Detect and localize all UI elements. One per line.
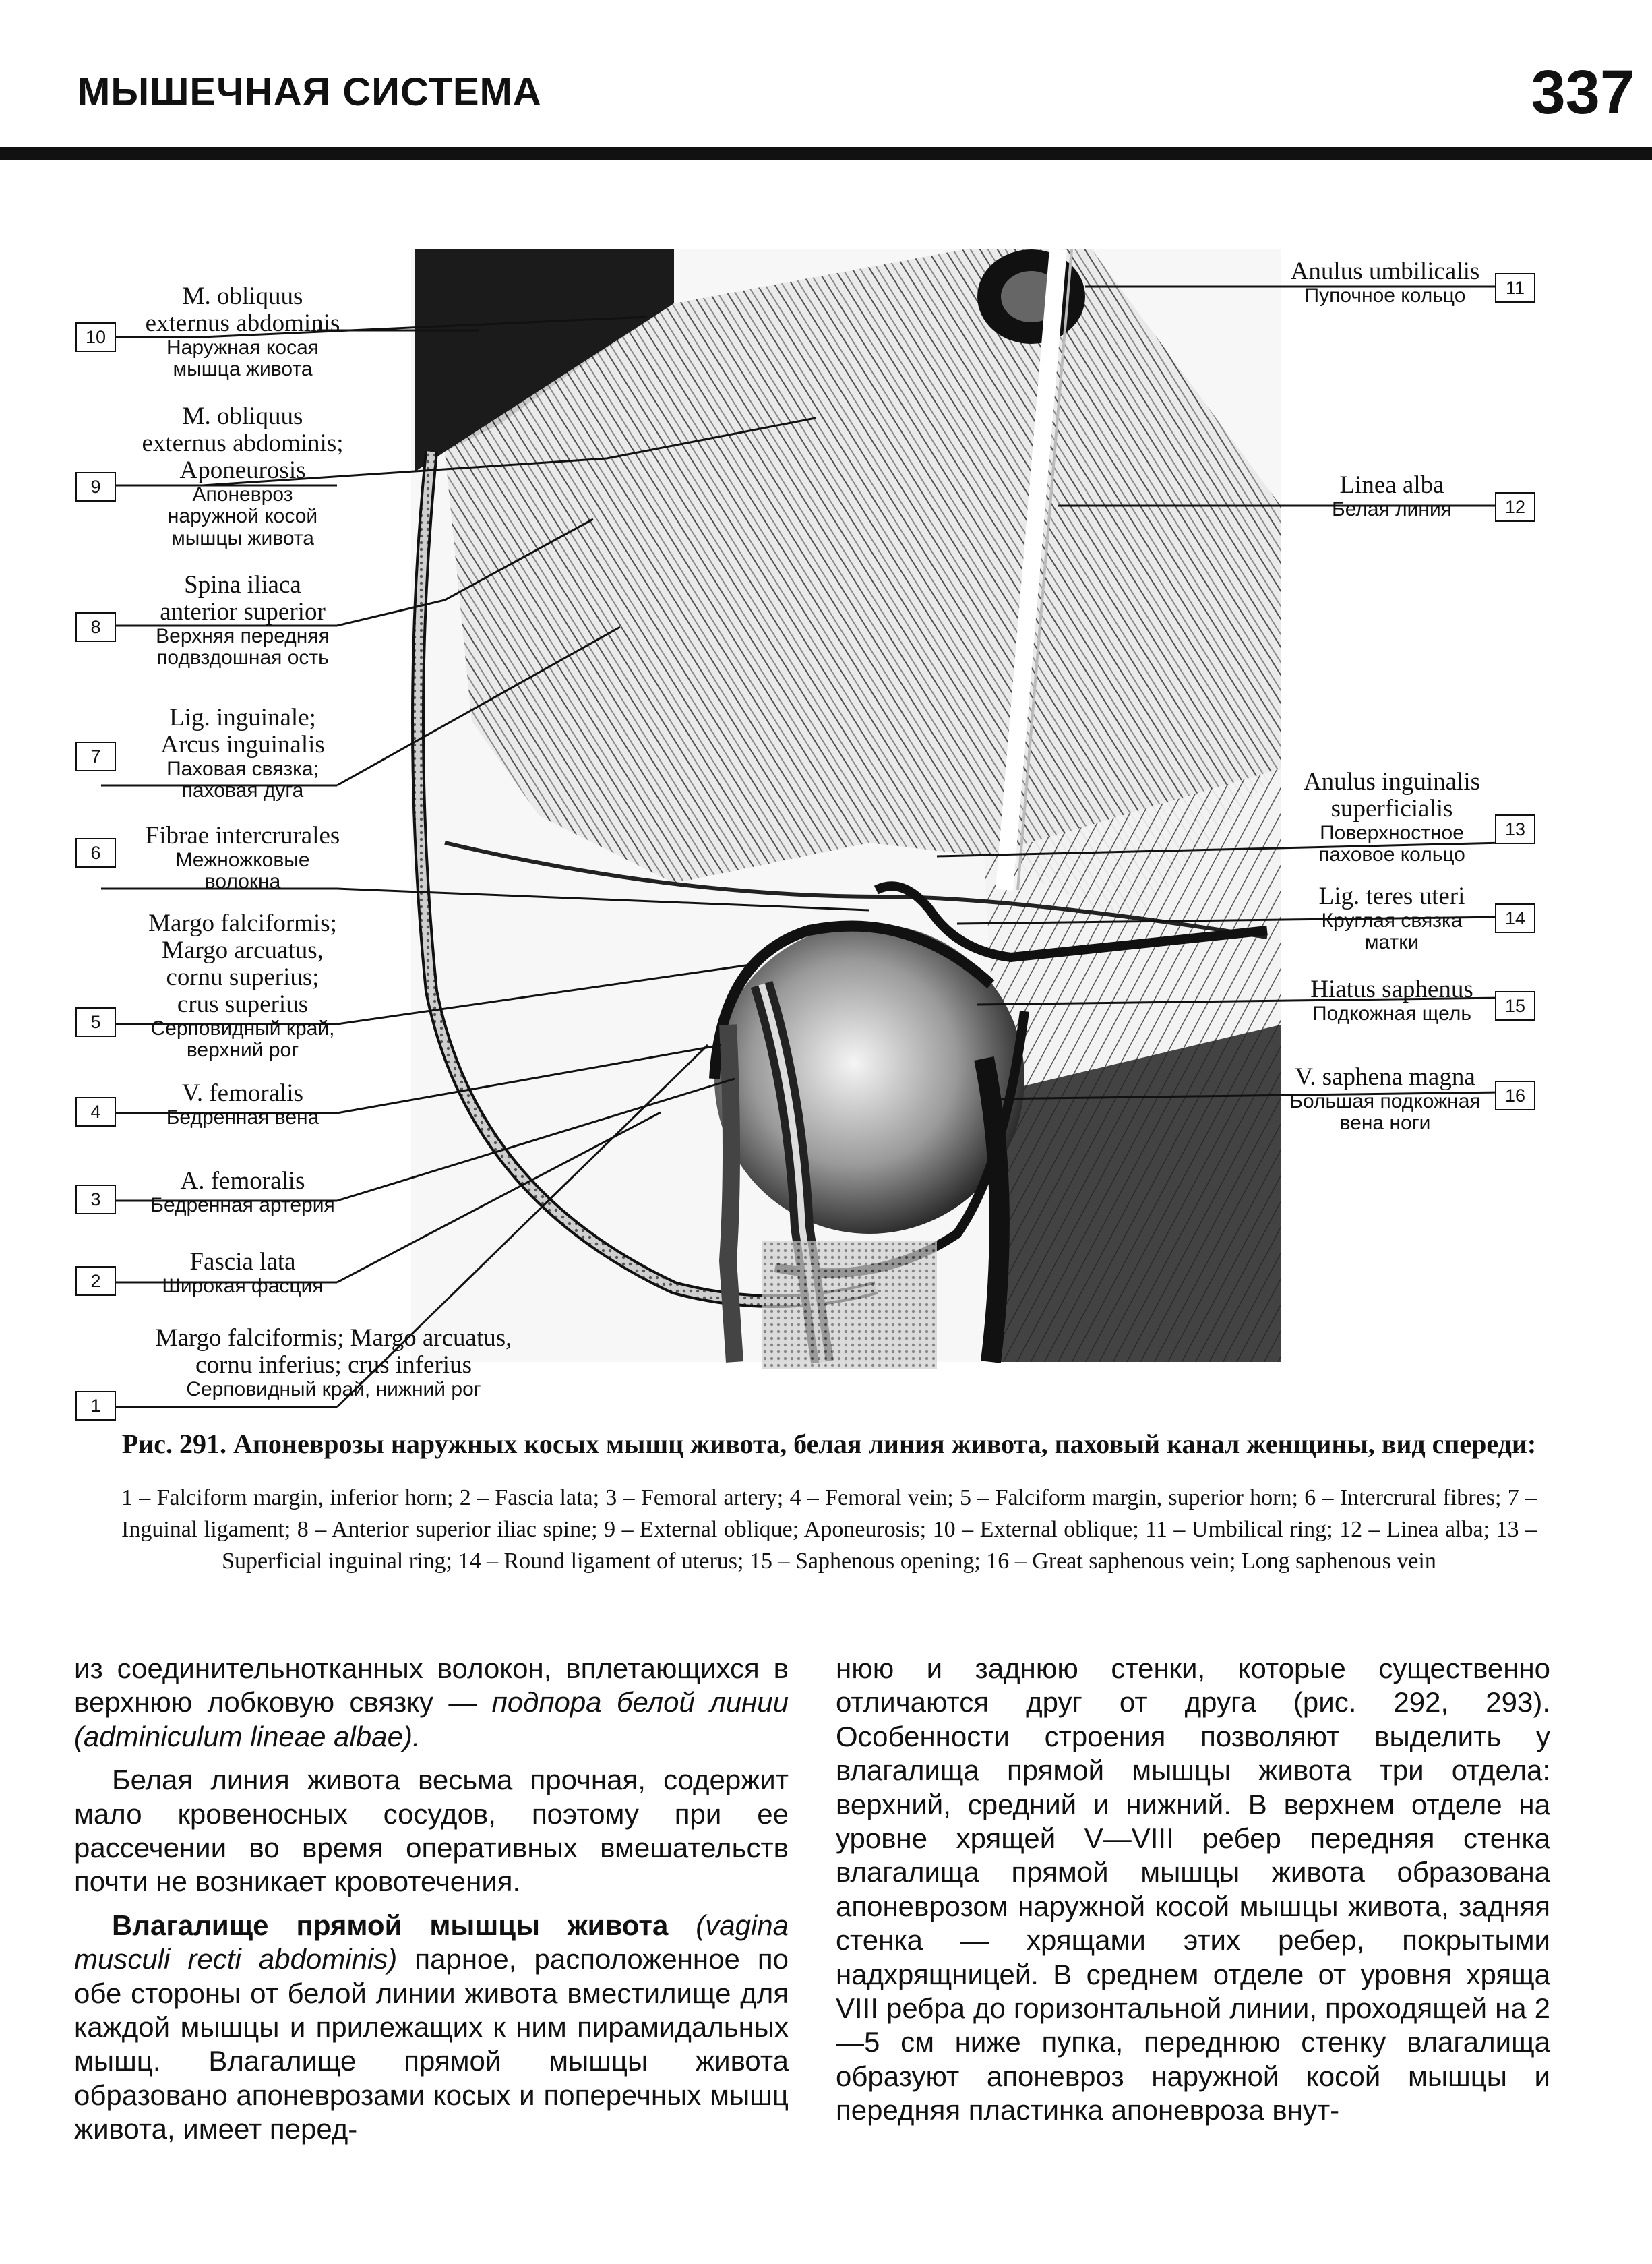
running-header: МЫШЕЧНАЯ СИСТЕМА 337 [78,58,1634,138]
label-number-16: 16 [1495,1081,1535,1110]
caption-legend: 1 – Falciform margin, inferior horn; 2 –… [121,1485,1537,1574]
label-number-1: 1 [75,1391,116,1421]
label-great-saphenous-vein: V. saphena magna Большая подкожная вена … [1289,1063,1481,1135]
label-inguinal-ligament: Lig. inguinale; Arcus inguinalis Паховая… [160,704,325,802]
label-number-9: 9 [75,472,116,502]
body-column-left: из соединительнотканных волокон, вплетаю… [74,1652,789,2146]
label-number-13: 13 [1495,814,1535,844]
page-number: 337 [1531,58,1635,127]
label-superficial-inguinal-ring: Anulus inguinalis superficialis Поверхно… [1303,768,1481,866]
label-number-5: 5 [75,1007,116,1037]
caption-title: Рис. 291. Апоневрозы наружных косых мышц… [121,1429,1537,1459]
label-number-6: 6 [75,838,116,868]
label-external-oblique: M. obliquus externus abdominis Наружная … [145,282,340,381]
paragraph: Белая линия живота весьма прочная, содер… [74,1764,789,1898]
label-fascia-lata: Fascia lata Широкая фасция [162,1248,324,1297]
label-number-11: 11 [1495,273,1535,303]
label-falciform-margin-superior: Margo falciformis; Margo arcuatus, cornu… [148,910,337,1062]
label-number-3: 3 [75,1185,116,1214]
label-external-oblique-aponeurosis: M. obliquus externus abdominis; Aponeuro… [142,403,344,549]
label-femoral-vein: V. femoralis Бедренная вена [166,1079,319,1129]
header-rule [0,147,1652,160]
body-column-right: нюю и заднюю стенки, которые существенно… [836,1652,1550,2127]
paragraph: нюю и заднюю стенки, которые существенно… [836,1652,1550,2126]
paragraph: Влагалище прямой мышцы живота (vagina mu… [74,1909,789,2145]
label-round-ligament-uterus: Lig. teres uteri Круглая связка матки [1318,883,1465,954]
paragraph: из соединительнотканных волокон, вплетаю… [74,1652,789,1752]
figure-caption: Рис. 291. Апоневрозы наружных косых мышц… [121,1428,1537,1578]
label-linea-alba: Linea alba Белая линия [1332,471,1452,520]
label-intercrural-fibres: Fibrae intercrurales Межножковые волокна [145,822,340,893]
anatomy-figure: M. obliquus externus abdominis Наружная … [0,249,1652,1436]
label-number-14: 14 [1495,903,1535,933]
label-number-2: 2 [75,1266,116,1296]
label-falciform-margin-inferior: Margo falciformis; Margo arcuatus, cornu… [155,1324,512,1400]
label-femoral-artery: A. femoralis Бедренная артерия [150,1167,335,1216]
label-number-4: 4 [75,1097,116,1127]
anatomical-illustration [101,249,1504,1408]
label-saphenous-opening: Hiatus saphenus Подкожная щель [1310,976,1473,1025]
label-umbilical-ring: Anulus umbilicalis Пупочное кольцо [1290,258,1480,307]
label-number-10: 10 [75,322,116,352]
label-number-12: 12 [1495,492,1535,522]
label-number-15: 15 [1495,991,1535,1021]
label-anterior-superior-iliac-spine: Spina iliaca anterior superior Верхняя п… [156,571,330,669]
section-title: МЫШЕЧНАЯ СИСТЕМА [78,70,542,114]
label-number-8: 8 [75,612,116,642]
label-number-7: 7 [75,742,116,771]
